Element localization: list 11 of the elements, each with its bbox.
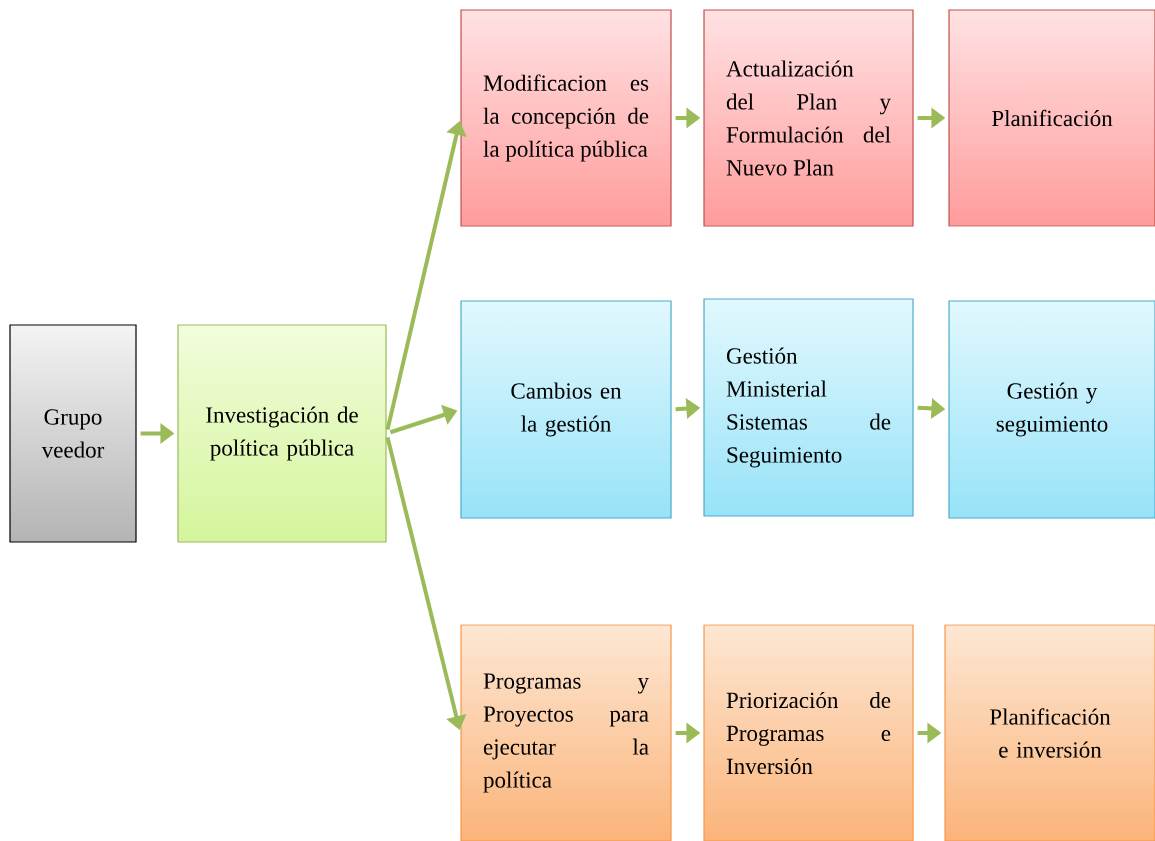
process-box: Investigación de política pública bbox=[177, 324, 387, 543]
process-box: Actualización del Plan y Formulación del Nuevo Plan bbox=[703, 9, 914, 227]
process-box: Cambios en la gestión bbox=[460, 300, 672, 519]
process-box: Planificación bbox=[948, 9, 1155, 227]
process-box: Planificación e inversión bbox=[944, 624, 1155, 841]
process-box: Priorización de Programas e Inversión bbox=[703, 624, 914, 841]
process-box: Grupo veedor bbox=[9, 324, 137, 543]
process-box: Programas y Proyectos para ejecutar la política bbox=[460, 624, 672, 841]
process-box: Gestión y seguimiento bbox=[948, 300, 1155, 519]
process-box: Gestión Ministerial Sistemas de Seguimiento bbox=[703, 298, 914, 517]
process-box: Modificacion es la concepción de la política pública bbox=[460, 9, 672, 227]
